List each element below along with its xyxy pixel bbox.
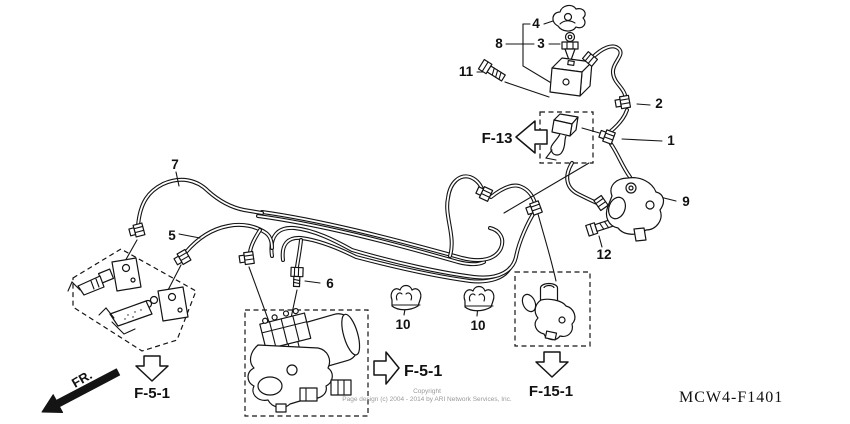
brake-pipe-bundle <box>256 209 537 284</box>
f151-dashed-box <box>514 271 591 347</box>
f13-arrow-icon <box>515 120 548 154</box>
pipe-clamp-10-right <box>463 285 495 312</box>
callout-2[interactable]: 2 <box>655 96 663 111</box>
ref-label-f51-left[interactable]: F-5-1 <box>134 385 170 402</box>
callout-4[interactable]: 4 <box>532 16 540 31</box>
ref-label-f51-center[interactable]: F-5-1 <box>404 363 442 380</box>
callout-1[interactable]: 1 <box>667 133 675 148</box>
bolt-part-12 <box>585 217 617 237</box>
bolt-part-11 <box>477 58 506 82</box>
pipe-clamp-part-4 <box>552 4 586 32</box>
brake-hose-upper <box>67 257 142 296</box>
callout-6[interactable]: 6 <box>326 276 334 291</box>
brake-hose-lower <box>98 286 189 335</box>
riser-pipes <box>445 174 537 258</box>
pipe-fittings <box>128 51 632 288</box>
copyright-line1: Copyright <box>413 388 441 395</box>
ref-label-f13[interactable]: F-13 <box>482 130 513 147</box>
ref-label-f151[interactable]: F-15-1 <box>529 383 573 400</box>
callout-11[interactable]: 11 <box>459 64 474 79</box>
f151-arrow-icon <box>535 351 569 378</box>
callout-10-left[interactable]: 10 <box>395 317 410 332</box>
f51-center-arrow-icon <box>373 351 400 385</box>
brake-pipe-5 <box>184 222 274 254</box>
copyright-line2: Page design (c) 2004 - 2014 by ARI Netwo… <box>342 396 512 403</box>
brake-pipe-1 <box>565 142 632 205</box>
f51-left-arrow-icon <box>135 355 169 382</box>
callout-10-right[interactable]: 10 <box>470 318 485 333</box>
diagram-code: MCW4-F1401 <box>679 389 783 406</box>
callout-3[interactable]: 3 <box>537 36 545 51</box>
leader-lines <box>123 20 677 333</box>
proportioning-valve-9 <box>605 177 665 242</box>
callout-9[interactable]: 9 <box>682 194 690 209</box>
abs-modulator-pump <box>247 307 361 413</box>
three-way-joint <box>549 57 593 97</box>
callout-7[interactable]: 7 <box>171 157 179 172</box>
f51-pump-dashed-box <box>244 309 369 417</box>
callout-5[interactable]: 5 <box>168 228 176 243</box>
fr-direction-arrow-icon <box>41 368 121 413</box>
callout-8[interactable]: 8 <box>495 36 503 51</box>
bolt-part-6 <box>290 266 304 288</box>
brake-pipe-6 <box>295 238 303 269</box>
joint-bolt-part-3 <box>561 31 579 61</box>
master-cylinder <box>521 282 576 341</box>
brake-pipe-7 <box>136 177 264 228</box>
pipe-clamp-10-left <box>390 284 422 311</box>
pressure-sensor <box>545 113 579 161</box>
brake-pipe-2 <box>590 44 629 133</box>
callout-12[interactable]: 12 <box>596 247 611 262</box>
